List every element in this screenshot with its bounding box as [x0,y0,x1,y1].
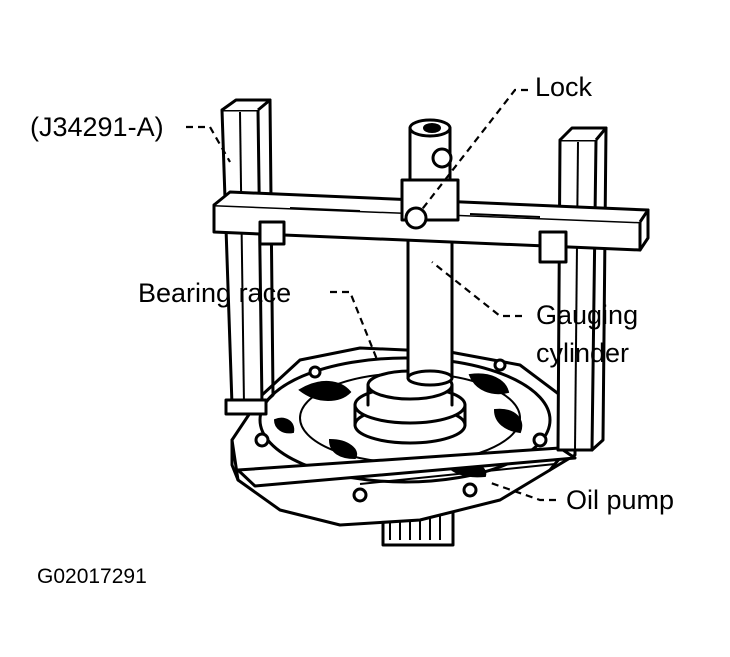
oil-pump-leader-line [487,480,556,502]
oil-pump-label: Oil pump [566,485,675,515]
bearing-race-label: Bearing race [138,278,292,308]
gauging-cylinder-label-line1: Gauging [536,300,639,330]
lower-clamp-bar [236,446,577,488]
bearing-race [353,369,467,445]
center-spindle [400,118,460,222]
lock-knob [404,206,428,230]
tool-label: (J34291-A) [30,112,164,142]
right-post [556,126,608,452]
lock-label: Lock [535,72,593,102]
figure-code: G02017291 [37,565,147,588]
lock-leader-line [419,88,528,213]
gauging-cylinder-label-line2: cylinder [536,338,630,368]
tool-leader-line [186,125,231,163]
left-post [220,98,275,416]
bearing-race-leader-line [330,290,380,363]
gauging-cylinder [406,221,454,387]
